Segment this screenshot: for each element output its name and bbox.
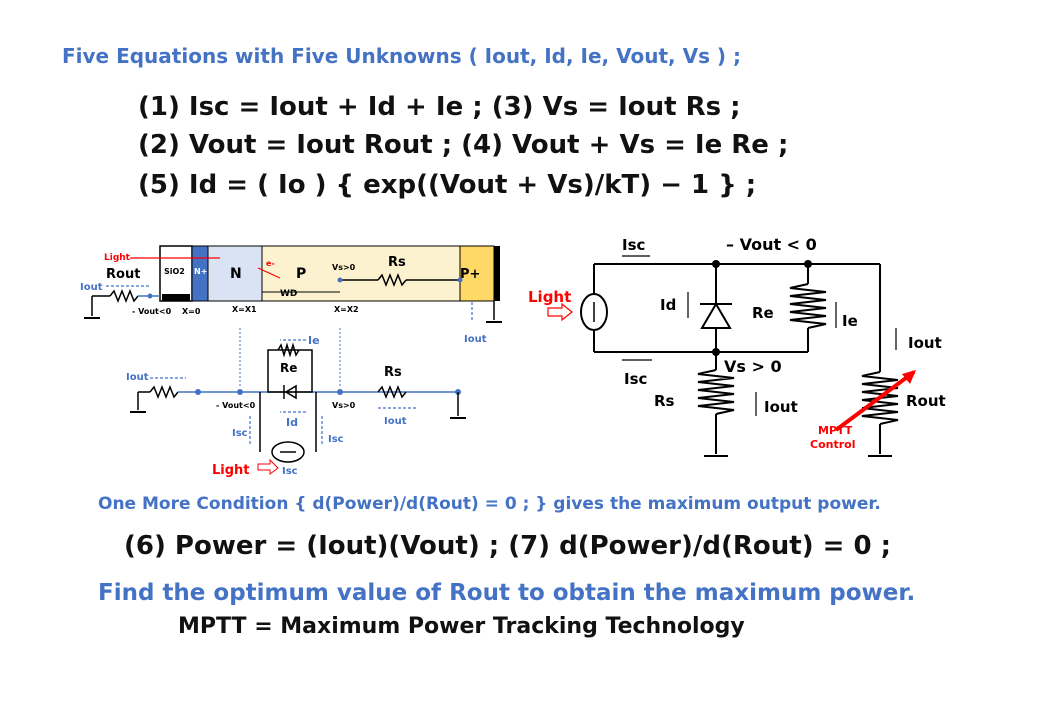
light-label: Light xyxy=(212,463,250,478)
re-label: Re xyxy=(752,304,774,322)
node xyxy=(147,293,153,299)
mptt-control-label: Control xyxy=(810,438,855,451)
node xyxy=(337,389,343,395)
ie-label: Ie xyxy=(842,312,858,330)
x2-label: X=X2 xyxy=(334,305,359,314)
id-label: Id xyxy=(286,416,298,429)
device-cross-section: Light e- SiO2 N+ N P Vs>0 Rs P+ Rout Iou… xyxy=(80,245,502,343)
rs-resistor xyxy=(377,384,407,400)
wd-label: WD xyxy=(280,289,297,299)
vout-label: - Vout<0 xyxy=(216,401,256,410)
node xyxy=(337,277,343,283)
sio2-label: SiO2 xyxy=(164,267,185,276)
isc-left-label: Isc xyxy=(232,428,248,439)
node xyxy=(457,277,463,283)
power-equations: (6) Power = (Iout)(Vout) ; (7) d(Power)/… xyxy=(124,531,891,561)
iout-left-label: Iout xyxy=(126,372,149,383)
id-label: Id xyxy=(660,296,676,314)
iout-right-label: Iout xyxy=(908,334,942,352)
rs-label: Rs xyxy=(384,365,402,380)
rout-label: Rout xyxy=(106,267,140,282)
light-label: Light xyxy=(528,288,571,306)
sio2-region xyxy=(159,245,193,302)
iout-label: Iout xyxy=(80,282,103,293)
mptt-control-arrow xyxy=(834,370,916,432)
diode-symbol xyxy=(700,302,732,329)
mptt-arrowhead xyxy=(902,370,916,384)
rs-label: Rs xyxy=(388,255,406,270)
isc-top-label: Isc xyxy=(622,236,645,254)
vout-label: – Vout < 0 xyxy=(726,235,817,254)
rs-label: Rs xyxy=(654,392,675,410)
iout-right-label: Iout xyxy=(384,416,407,427)
x0-label: X=0 xyxy=(182,307,201,316)
diode-symbol xyxy=(284,384,297,400)
equation-line-3: (5) Id = ( Io ) { exp((Vout + Vs)/kT) − … xyxy=(138,170,757,200)
n-label: N xyxy=(230,266,242,282)
re-resistor xyxy=(277,342,300,358)
rs-resistor xyxy=(377,272,407,288)
re-loop xyxy=(267,349,313,393)
ie-label: Ie xyxy=(308,334,320,347)
mptt-definition: MPTT = Maximum Power Tracking Technology xyxy=(178,614,745,639)
re-resistor xyxy=(789,283,827,329)
small-equivalent-circuit: Iout Re Ie Id - Vout<0 Vs>0 Rs Iout Isc … xyxy=(126,328,466,478)
n-plus-label: N+ xyxy=(194,267,207,276)
iout-down-label: Iout xyxy=(764,398,798,416)
node xyxy=(712,348,720,356)
slide-title: Five Equations with Five Unknowns ( Iout… xyxy=(62,44,742,68)
rout-resistor xyxy=(109,288,139,304)
condition-text: One More Condition { d(Power)/d(Rout) = … xyxy=(98,494,881,514)
p-plus-region xyxy=(459,245,495,302)
back-contact xyxy=(494,246,500,301)
equation-line-1: (1) Isc = Iout + Id + Ie ; (3) Vs = Iout… xyxy=(138,92,741,122)
rout-resistor xyxy=(149,384,179,400)
vout-label: - Vout<0 xyxy=(132,307,172,316)
electron-label: e- xyxy=(266,259,275,268)
re-label: Re xyxy=(280,361,297,375)
contact-bar xyxy=(162,294,190,301)
node xyxy=(195,389,201,395)
vs-label: Vs > 0 xyxy=(724,357,782,376)
rout-label: Rout xyxy=(906,392,946,410)
isc-bottom-label: Isc xyxy=(624,370,647,388)
vs-label: Vs>0 xyxy=(332,263,356,272)
electron-arrow xyxy=(257,267,281,279)
light-arrow-icon xyxy=(547,302,573,322)
isc-right-label: Isc xyxy=(328,434,344,445)
rs-resistor xyxy=(697,369,735,415)
large-equivalent-circuit: Isc – Vout < 0 Light Id Re Ie Vs > 0 Isc… xyxy=(528,235,946,457)
mptt-label: MPTT xyxy=(818,424,853,437)
vs-label: Vs>0 xyxy=(332,401,356,410)
iout-down-label: Iout xyxy=(464,334,487,343)
light-arrow-icon xyxy=(257,458,279,475)
p-label: P xyxy=(296,266,306,282)
isc-bottom-label: Isc xyxy=(282,466,298,477)
find-optimum-text: Find the optimum value of Rout to obtain… xyxy=(98,580,916,606)
light-label: Light xyxy=(104,253,131,263)
p-plus-label: P+ xyxy=(460,267,480,282)
node xyxy=(237,389,243,395)
x1-label: X=X1 xyxy=(232,305,257,314)
equation-line-2: (2) Vout = Iout Rout ; (4) Vout + Vs = I… xyxy=(138,130,789,160)
